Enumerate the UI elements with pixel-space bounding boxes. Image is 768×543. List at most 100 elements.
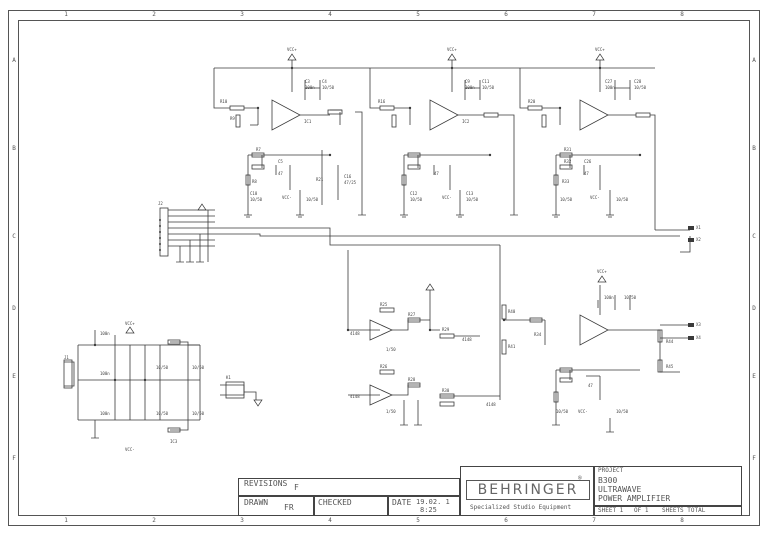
label-c-lower-value: 10/50	[556, 409, 569, 414]
label-vcc-plus-4: VCC+	[597, 269, 607, 274]
zone-col-2-bottom: 2	[152, 517, 156, 524]
zone-col-4-bottom: 4	[328, 517, 332, 524]
outer-frame	[8, 10, 760, 526]
zone-row-a: A	[12, 57, 16, 64]
label-d4148-2: 4148	[350, 394, 360, 399]
label-r31: R31	[564, 147, 572, 152]
zone-col-4: 4	[328, 11, 332, 18]
label-r10: R10	[220, 99, 228, 104]
label-c5: C5	[278, 159, 283, 164]
zone-row-e-right: E	[752, 373, 756, 380]
zone-row-b-right: B	[752, 145, 756, 152]
label-j1: J1	[64, 355, 69, 360]
date-value: 19.02. 1	[416, 498, 450, 506]
zone-row-f-right: F	[752, 455, 756, 462]
label-c22-value: 10/50	[616, 197, 629, 202]
label-x2: X2	[696, 237, 701, 242]
date-box	[388, 496, 460, 516]
label-r16: R16	[378, 99, 386, 104]
label-vcc-minus-5: VCC-	[125, 447, 135, 452]
brand-tagline: Specialized Studio Equipment	[470, 504, 572, 511]
revisions-label: REVISIONS	[244, 479, 288, 488]
label-c20-value: 10/50	[560, 197, 573, 202]
label-c-1-50-a: 1/50	[386, 347, 396, 352]
sheet-label: SHEET 1	[598, 507, 624, 514]
label-ps-c3: 100n	[100, 411, 110, 416]
date-label: DATE	[392, 498, 412, 507]
zone-col-5: 5	[416, 11, 420, 18]
label-k1: K1	[226, 375, 231, 380]
project-label: PROJECT	[598, 467, 624, 474]
zone-col-8: 8	[680, 11, 684, 18]
brand-box	[460, 466, 594, 516]
label-c28-value: 10/50	[634, 85, 647, 90]
label-ps-c5: 10/50	[156, 411, 169, 416]
sheets-total-label: SHEETS TOTAL	[662, 507, 706, 514]
label-c3-value: 100n	[305, 85, 315, 90]
label-ic1: IC1	[304, 119, 312, 124]
label-c18-value: 10/50	[250, 197, 263, 202]
label-ps-c2: 100n	[100, 371, 110, 376]
brand-logo: BEHRINGER	[466, 480, 590, 500]
label-c17-value: 10/50	[306, 197, 319, 202]
label-c11: C11	[482, 79, 490, 84]
drawn-label: DRAWN	[244, 498, 269, 507]
label-vcc-minus-4: VCC-	[578, 409, 588, 414]
label-r44: R44	[666, 339, 674, 344]
label-c4: C4	[322, 79, 327, 84]
label-vcc-plus-5: VCC+	[125, 321, 135, 326]
zone-row-a-right: A	[752, 57, 756, 64]
zone-col-2: 2	[152, 11, 156, 18]
label-r34: R34	[534, 332, 542, 337]
label-r41: R41	[508, 344, 516, 349]
label-ic2: IC2	[462, 119, 470, 124]
label-c16-value: 47/25	[344, 180, 357, 185]
label-vcc-plus-1: VCC+	[287, 47, 297, 52]
label-r9: R9	[230, 116, 235, 121]
label-j2: J2	[158, 201, 163, 206]
label-vcc-plus-2: VCC+	[447, 47, 457, 52]
zone-col-6: 6	[504, 11, 508, 18]
label-vcc-minus-2: VCC-	[442, 195, 452, 200]
label-x1: X1	[696, 225, 701, 230]
zone-row-d: D	[12, 305, 16, 312]
zone-col-5-bottom: 5	[416, 517, 420, 524]
label-c-1-50-b: 1/50	[386, 409, 396, 414]
zone-row-e: E	[12, 373, 16, 380]
checked-label: CHECKED	[318, 498, 352, 507]
project-code: B300	[598, 476, 618, 485]
label-c26-value: 47	[584, 171, 589, 176]
label-c13: C13	[466, 191, 474, 196]
label-d4148-1: 4148	[350, 331, 360, 336]
label-c13-value: 10/50	[466, 197, 479, 202]
label-r20: R20	[528, 99, 536, 104]
label-c18: C18	[250, 191, 258, 196]
label-x4: X4	[696, 335, 701, 340]
zone-row-f: F	[12, 455, 16, 462]
label-r25: R25	[380, 302, 388, 307]
label-c9: C9	[465, 79, 470, 84]
label-r33: R33	[562, 179, 570, 184]
label-c5-value: 47	[278, 171, 283, 176]
label-c14-value: 47	[434, 171, 439, 176]
label-c3: C3	[305, 79, 310, 84]
label-r29: R29	[442, 327, 450, 332]
label-c12-value: 10/50	[410, 197, 423, 202]
label-r8: R8	[252, 179, 257, 184]
label-c-lower-47: 47	[588, 383, 593, 388]
label-d4148-4: 4148	[486, 402, 496, 407]
label-r21: R21	[316, 177, 324, 182]
label-vcc-plus-3: VCC+	[595, 47, 605, 52]
label-ps-c4: 10/50	[156, 365, 169, 370]
brand-name: BEHRINGER	[477, 482, 579, 498]
label-c4-value: 10/50	[322, 85, 335, 90]
label-r26: R26	[380, 364, 388, 369]
zone-col-3: 3	[240, 11, 244, 18]
revisions-box	[238, 478, 460, 496]
drawn-value: FR	[284, 503, 294, 512]
label-ps-c7: 10/50	[192, 411, 205, 416]
zone-col-3-bottom: 3	[240, 517, 244, 524]
label-r27: R27	[408, 312, 416, 317]
